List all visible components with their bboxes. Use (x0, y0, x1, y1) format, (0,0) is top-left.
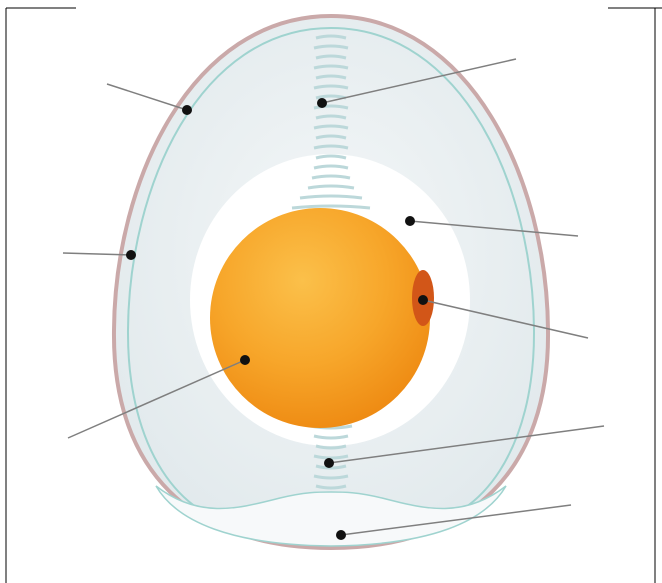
dot-yolk (240, 355, 250, 365)
leader-shell (107, 84, 187, 110)
dot-chalaza-bottom (324, 458, 334, 468)
dot-chalaza-top (317, 98, 327, 108)
dot-albumen (405, 216, 415, 226)
dot-germinal-disc (418, 295, 428, 305)
dot-air-cell (336, 530, 346, 540)
yolk (210, 208, 430, 428)
dot-membrane (126, 250, 136, 260)
dot-shell (182, 105, 192, 115)
